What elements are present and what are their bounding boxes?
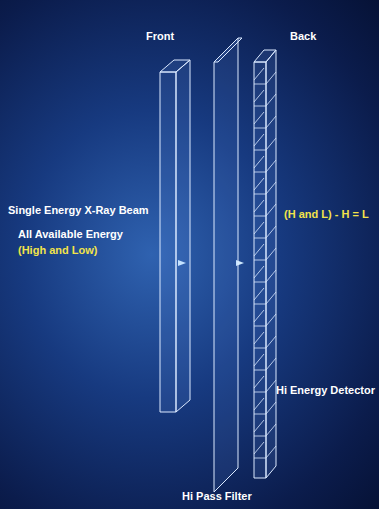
detector-label: Hi Energy Detector [276, 384, 375, 397]
formula-label: (H and L) - H = L [284, 208, 369, 221]
filter-plate [214, 38, 242, 492]
detector-array [254, 50, 276, 478]
detector-cells [254, 68, 276, 458]
beam-label: Single Energy X-Ray Beam [8, 204, 149, 217]
energy-label: All Available Energy [18, 228, 123, 241]
front-label: Front [146, 30, 174, 43]
back-label: Back [290, 30, 316, 43]
energy-range-label: (High and Low) [18, 244, 97, 257]
filter-label: Hi Pass Filter [182, 490, 252, 503]
front-plate [160, 60, 190, 412]
